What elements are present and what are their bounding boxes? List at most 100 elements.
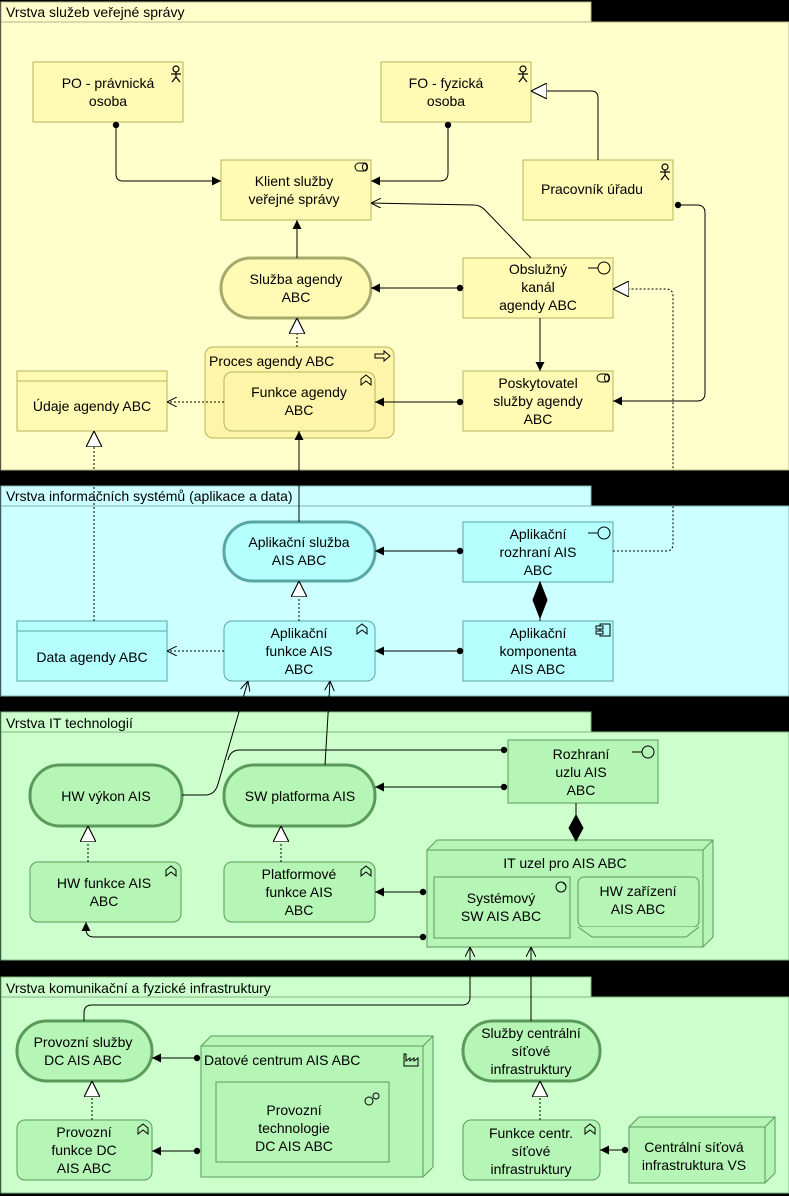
function-icon (356, 623, 368, 636)
hw-zarizeni-device[interactable]: HW zařízení AIS ABC (577, 876, 700, 938)
interface-icon (632, 745, 655, 759)
interface-icon (588, 526, 611, 540)
kanal-label-2: kanál (521, 279, 554, 295)
sw-label-2: SW AIS ABC (461, 908, 541, 924)
rel-pracovnik-poskyt (613, 201, 706, 406)
fo-label-1: FO - fyzická (409, 75, 484, 91)
fo-actor[interactable]: FO - fyzická osoba (380, 61, 532, 123)
dc-label: Datové centrum AIS ABC (204, 1052, 360, 1068)
sw-platforma-label: SW platforma AIS (245, 788, 355, 804)
prov-tech-label-3: DC AIS ABC (255, 1138, 333, 1154)
sw-platforma-service[interactable]: SW platforma AIS (222, 763, 377, 828)
app-funkce-label-3: ABC (285, 661, 314, 677)
aplikacni-komponenta-component[interactable]: Aplikační komponenta AIS ABC (462, 620, 614, 682)
rozhrani-uzlu-interface[interactable]: Rozhraní uzlu AIS ABC (507, 739, 659, 804)
function-icon (165, 865, 177, 878)
factory-icon (403, 1053, 419, 1067)
app-rozhrani-label-1: Aplikační (510, 526, 567, 542)
hw-vykon-service[interactable]: HW výkon AIS (28, 763, 184, 828)
hw-funkce-function[interactable]: HW funkce AIS ABC (29, 861, 182, 923)
rel-pracovnik-fo (531, 91, 599, 160)
data-agendy-object[interactable]: Data agendy ABC (16, 620, 168, 682)
prov-funkce-label-2: funkce DC (51, 1142, 116, 1158)
poskyt-label-3: ABC (524, 411, 553, 427)
proces-label: Proces agendy ABC (209, 353, 334, 369)
system-software-icon (555, 881, 567, 893)
rel-po-klient (112, 121, 221, 186)
function-icon (584, 1123, 596, 1136)
provozni-sluzby-service[interactable]: Provozní služby DC AIS ABC (15, 1019, 154, 1083)
sluzba-label-2: ABC (282, 289, 311, 305)
interface-icon (588, 261, 611, 275)
provozni-technologie-equipment[interactable]: Provozní technologie DC AIS ABC (215, 1081, 390, 1163)
rozhrani-uzlu-label-1: Rozhraní (553, 746, 610, 762)
app-funkce-label-1: Aplikační (271, 625, 328, 641)
function-icon (360, 865, 372, 878)
prov-sluzby-label-2: DC AIS ABC (44, 1052, 122, 1068)
layer-application: Vrstva informačních systémů (aplikace a … (0, 485, 789, 697)
prov-sluzby-label-1: Provozní služby (34, 1034, 133, 1050)
aplikacni-rozhrani-interface[interactable]: Aplikační rozhraní AIS ABC (462, 521, 614, 583)
app-sluzba-label-1: Aplikační služba (248, 534, 349, 550)
pracovnik-label: Pracovník úřadu (541, 181, 643, 197)
function-icon (360, 374, 372, 387)
provozni-funkce-function[interactable]: Provozní funkce DC AIS ABC (16, 1119, 153, 1181)
komp-label-3: AIS ABC (511, 661, 565, 677)
role-icon (596, 373, 610, 383)
layer-title-infrastructure: Vrstva komunikační a fyzické infrastrukt… (6, 980, 271, 996)
hw-funkce-label-1: HW funkce AIS (57, 875, 151, 891)
rel-rozhrani-hwvykon (227, 746, 508, 761)
funkce-centr-label-2: síťové (512, 1143, 551, 1159)
aplikacni-funkce-function[interactable]: Aplikační funkce AIS ABC (223, 620, 376, 682)
sluzby-centralni-service[interactable]: Služby centrální síťové infrastruktury (461, 1019, 602, 1083)
app-rozhrani-label-3: ABC (524, 562, 553, 578)
layer-title-technology: Vrstva IT technologií (6, 715, 133, 731)
prov-tech-label-1: Provozní (266, 1102, 321, 1118)
udaje-agendy-object[interactable]: Údaje agendy ABC (16, 370, 168, 432)
rel-approzhrani-kanal (613, 289, 674, 552)
rel-uzel-hwfunkce (81, 922, 427, 941)
kanal-label-3: agendy ABC (499, 297, 577, 313)
actor-icon (518, 65, 528, 83)
poskyt-label-2: služby agendy (493, 393, 583, 409)
funkce-centralni-function[interactable]: Funkce centr. síťové infrastruktury (462, 1119, 601, 1181)
funkce-centr-label-1: Funkce centr. (489, 1125, 573, 1141)
component-icon (595, 623, 611, 637)
funkce-label-1: Funkce agendy (251, 384, 347, 400)
komp-label-2: komponenta (499, 643, 576, 659)
po-label-2: osoba (89, 93, 127, 109)
funkce-agendy-function[interactable]: Funkce agendy ABC (223, 371, 376, 432)
poskytovatel-role[interactable]: Poskytovatel služby agendy ABC (462, 370, 614, 432)
systemovy-sw[interactable]: Systémový SW AIS ABC (433, 876, 571, 939)
rozhrani-uzlu-label-2: uzlu AIS (555, 764, 606, 780)
obsluzny-kanal-interface[interactable]: Obslužný kanál agendy ABC (462, 257, 614, 319)
hw-funkce-label-2: ABC (90, 893, 119, 909)
sluzby-centr-label-2: síťové (512, 1043, 551, 1059)
role-icon (354, 162, 368, 172)
rel-fo-klient (371, 121, 452, 186)
hw-zar-label-1: HW zařízení (599, 883, 676, 899)
klient-label-2: veřejné správy (248, 191, 339, 207)
app-sluzba-label-2: AIS ABC (272, 552, 326, 568)
prov-tech-label-2: technologie (258, 1120, 330, 1136)
relationships (81, 91, 706, 1156)
layer-title-application: Vrstva informačních systémů (aplikace a … (6, 488, 293, 504)
centralni-infrastruktura-node[interactable]: Centrální síťová infrastruktura VS (628, 1116, 776, 1184)
fo-label-2: osoba (427, 93, 465, 109)
klient-role[interactable]: Klient služby veřejné správy (220, 159, 372, 221)
sw-label-1: Systémový (467, 890, 535, 906)
pracovnik-actor[interactable]: Pracovník úřadu (522, 159, 674, 221)
gears-icon (364, 1092, 380, 1106)
sluzba-agendy-service[interactable]: Služba agendy ABC (219, 256, 373, 320)
klient-label-1: Klient služby (255, 173, 334, 189)
data-agendy-label: Data agendy ABC (36, 649, 147, 665)
platformove-funkce-function[interactable]: Platformové funkce AIS ABC (223, 861, 376, 923)
rel-provsluzby-uzel (83, 947, 470, 1021)
po-actor[interactable]: PO - právnická osoba (32, 61, 184, 123)
uzel-label: IT uzel pro AIS ABC (503, 855, 626, 871)
aplikacni-sluzba-service[interactable]: Aplikační služba AIS ABC (222, 520, 377, 583)
komp-label-1: Aplikační (510, 625, 567, 641)
prov-funkce-label-1: Provozní (56, 1124, 111, 1140)
